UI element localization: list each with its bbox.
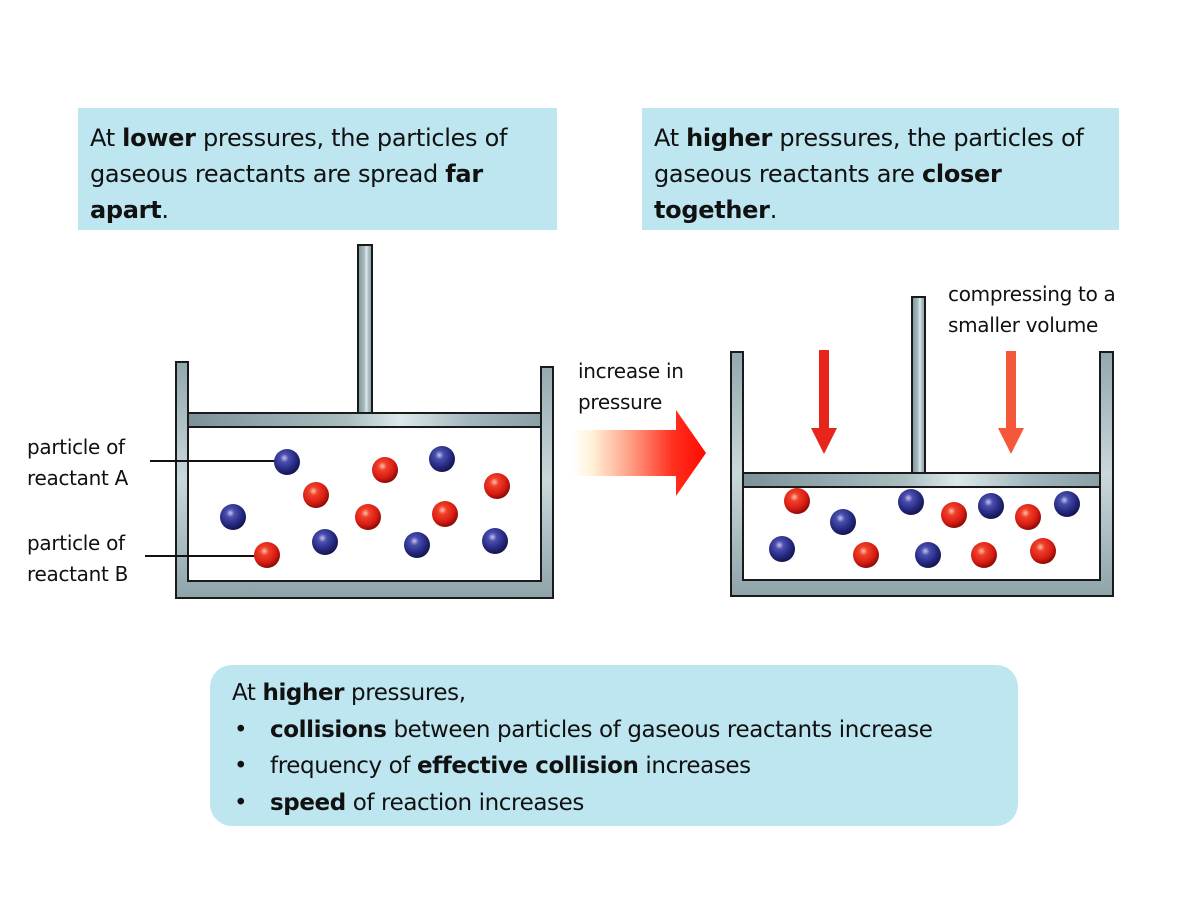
summary-bullet-item: • collisions between particles of gaseous… — [232, 712, 998, 749]
right-reactant-a-particle — [978, 493, 1004, 519]
left-container — [175, 244, 554, 599]
compressing-label-line: compressing to a — [948, 282, 1116, 306]
right-reactant-b-particle — [971, 542, 997, 568]
right-reactant-b-particle — [784, 488, 810, 514]
body-text: At — [654, 124, 687, 152]
body-text: increases — [638, 753, 751, 779]
bullet-icon: • — [234, 789, 248, 816]
emphasis-text: higher — [686, 124, 773, 152]
body-text: pressures, the particles of gaseous reac… — [654, 124, 1084, 188]
right-reactant-a-particle — [830, 509, 856, 535]
left-reactant-a-particle — [220, 504, 246, 530]
increase-pressure-label-line: increase in — [578, 359, 684, 383]
emphasis-text: higher — [262, 680, 345, 706]
reactant-a-label-line: particle of — [27, 435, 125, 459]
left-piston-rod — [357, 244, 373, 415]
emphasis-text: collisions — [270, 716, 387, 743]
compressing-label-line: smaller volume — [948, 313, 1099, 337]
left-reactant-b-particle — [484, 473, 510, 499]
summary-bullet-item: • speed of reaction increases — [232, 785, 998, 822]
body-text: of reaction increases — [345, 789, 585, 816]
bullet-icon: • — [234, 753, 248, 779]
compression-arrow-icon — [811, 350, 837, 454]
low-pressure-description: At lower pressures, the particles of gas… — [78, 108, 557, 230]
right-reactant-a-particle — [915, 542, 941, 568]
body-text: . — [161, 196, 169, 224]
body-text: pressures, the particles of gaseous reac… — [90, 124, 508, 188]
left-container-wall — [175, 361, 554, 599]
summary-bullet-item: • frequency of effective collision increa… — [232, 748, 998, 785]
reactant-b-label-line: particle of — [27, 531, 125, 555]
right-reactant-a-particle — [769, 536, 795, 562]
reactant-a-label: particle of reactant A — [27, 432, 128, 494]
right-container — [730, 296, 1114, 597]
compression-arrow-icon — [998, 351, 1024, 454]
emphasis-text: effective collision — [416, 753, 639, 779]
body-text: . — [769, 196, 778, 224]
emphasis-text: speed — [270, 789, 346, 816]
right-piston-plate — [742, 472, 1101, 488]
summary-intro: At higher pressures, — [232, 675, 998, 712]
reactant-a-label-line: reactant A — [27, 466, 128, 490]
reactant-b-label-line: reactant B — [27, 562, 129, 586]
right-reactant-b-particle — [1015, 504, 1041, 530]
body-text: At — [90, 124, 123, 152]
left-reactant-a-particle — [404, 532, 430, 558]
compressing-label: compressing to a smaller volume — [948, 279, 1116, 341]
right-reactant-b-particle — [1030, 538, 1056, 564]
right-container-wall — [730, 351, 1114, 597]
left-piston-plate — [187, 412, 542, 428]
emphasis-text: lower — [122, 124, 196, 152]
increase-pressure-label: increase in pressure — [578, 356, 684, 418]
left-reactant-b-particle — [254, 542, 280, 568]
right-reactant-a-particle — [1054, 491, 1080, 517]
left-reactant-b-particle — [303, 482, 329, 508]
bullet-icon: • — [234, 716, 248, 743]
left-reactant-b-particle — [355, 504, 381, 530]
right-reactant-b-particle — [853, 542, 879, 568]
body-text: frequency of — [270, 753, 417, 779]
left-reactant-a-particle — [274, 449, 300, 475]
left-reactant-b-particle — [372, 457, 398, 483]
summary-list: • collisions between particles of gaseous… — [232, 712, 998, 822]
increase-pressure-label-line: pressure — [578, 390, 662, 414]
body-text: At — [232, 680, 263, 706]
summary-box: At higher pressures, • collisions between… — [210, 665, 1018, 826]
left-reactant-a-particle — [429, 446, 455, 472]
emphasis-text: far apart — [90, 160, 483, 224]
particles — [220, 446, 1080, 568]
right-reactant-a-particle — [898, 489, 924, 515]
increase-pressure-arrow-icon — [572, 410, 706, 496]
left-reactant-b-particle — [432, 501, 458, 527]
right-reactant-b-particle — [941, 502, 967, 528]
body-text: pressures, — [344, 680, 466, 706]
body-text: between particles of gaseous reactants i… — [386, 716, 933, 743]
left-reactant-a-particle — [482, 528, 508, 554]
emphasis-text: closer together — [654, 160, 1002, 224]
right-piston-rod — [911, 296, 926, 475]
high-pressure-description: At higher pressures, the particles of ga… — [642, 108, 1119, 230]
reactant-b-label: particle of reactant B — [27, 528, 128, 590]
left-reactant-a-particle — [312, 529, 338, 555]
